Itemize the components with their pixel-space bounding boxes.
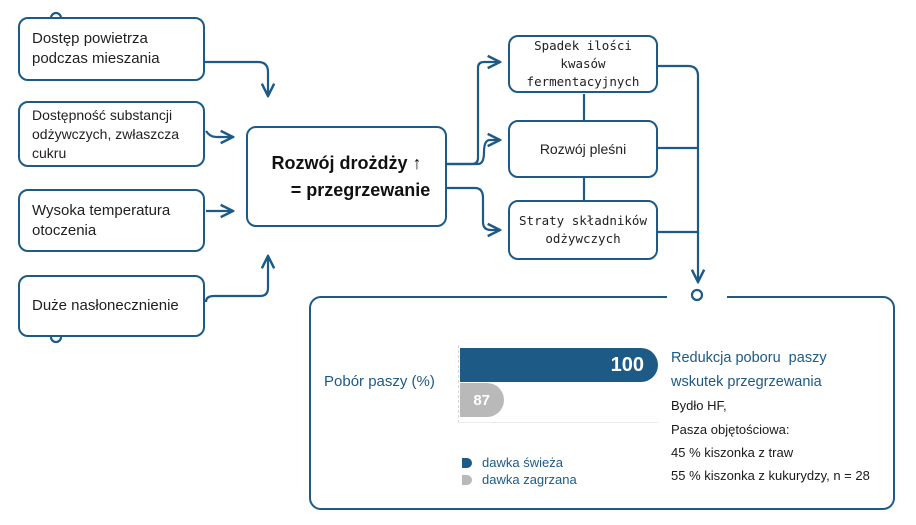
note-title-line-1: Redukcja poboru paszy bbox=[671, 350, 827, 366]
arrow-effects-to-panel bbox=[658, 64, 698, 282]
cause-nutrients: Dostępność substancji odżywczych, zwłasz… bbox=[18, 101, 205, 167]
legend-fresh-swatch bbox=[462, 457, 472, 468]
arrow-center-to-effects-top bbox=[447, 62, 500, 166]
center-line-2: = przegrzewanie bbox=[290, 179, 431, 200]
note-line-1: Bydło HF, bbox=[671, 398, 727, 413]
effect-losses-label: Straty składników odżywczych bbox=[519, 213, 647, 246]
cause-nutrients-label: Dostępność substancji odżywczych, zwłasz… bbox=[32, 106, 180, 161]
legend-heated-swatch bbox=[462, 474, 472, 485]
cause-temperature: Wysoka temperatura otoczenia bbox=[18, 189, 205, 252]
feed-intake-panel bbox=[309, 296, 895, 510]
panel-entry-dot bbox=[690, 288, 704, 302]
bar-heated: 87 bbox=[460, 383, 504, 417]
center-node: Rozwój drożdży ↑ = przegrzewanie bbox=[246, 126, 447, 227]
effect-mold-label: Rozwój pleśni bbox=[539, 141, 627, 157]
effect-acids: Spadek ilości kwasów fermentacyjnych bbox=[508, 35, 658, 93]
arrow-sun-to-center bbox=[204, 256, 268, 303]
arrow-nutrients-to-center bbox=[205, 131, 233, 137]
cause-sun: Duże nasłonecznienie bbox=[18, 275, 205, 337]
chart-axis bbox=[458, 345, 460, 423]
legend-heated: dawka zagrzana bbox=[462, 472, 577, 487]
arrow-center-to-losses bbox=[447, 186, 500, 230]
bar-fresh-value: 100 bbox=[610, 353, 644, 376]
bar-heated-value: 87 bbox=[473, 391, 490, 409]
legend-heated-label: dawka zagrzana bbox=[482, 472, 577, 487]
arrow-center-to-mold bbox=[447, 140, 500, 166]
note-line-2: Pasza objętościowa: bbox=[671, 422, 790, 437]
legend-fresh-label: dawka świeża bbox=[482, 455, 563, 470]
bar-fresh: 100 bbox=[460, 348, 658, 382]
effect-losses: Straty składników odżywczych bbox=[508, 200, 658, 260]
effect-mold: Rozwój pleśni bbox=[508, 120, 658, 178]
note-line-4: 55 % kiszonka z kukurydzy, n = 28 bbox=[671, 468, 870, 483]
effect-acids-label: Spadek ilości kwasów fermentacyjnych bbox=[526, 38, 640, 89]
cause-temperature-label: Wysoka temperatura otoczenia bbox=[32, 201, 171, 239]
arrow-air-to-center bbox=[196, 60, 268, 96]
chart-baseline bbox=[458, 422, 658, 423]
center-line-1: Rozwój drożdży ↑ bbox=[271, 152, 422, 173]
cause-air: Dostęp powietrza podczas mieszania bbox=[18, 17, 205, 81]
chart-y-label: Pobór paszy (%) bbox=[324, 373, 435, 390]
note-line-3: 45 % kiszonka z traw bbox=[671, 445, 794, 460]
cause-sun-label: Duże nasłonecznienie bbox=[32, 297, 179, 314]
note-title-line-2: wskutek przegrzewania bbox=[671, 374, 822, 390]
cause-air-label: Dostęp powietrza podczas mieszania bbox=[32, 30, 160, 67]
legend-fresh: dawka świeża bbox=[462, 455, 563, 470]
